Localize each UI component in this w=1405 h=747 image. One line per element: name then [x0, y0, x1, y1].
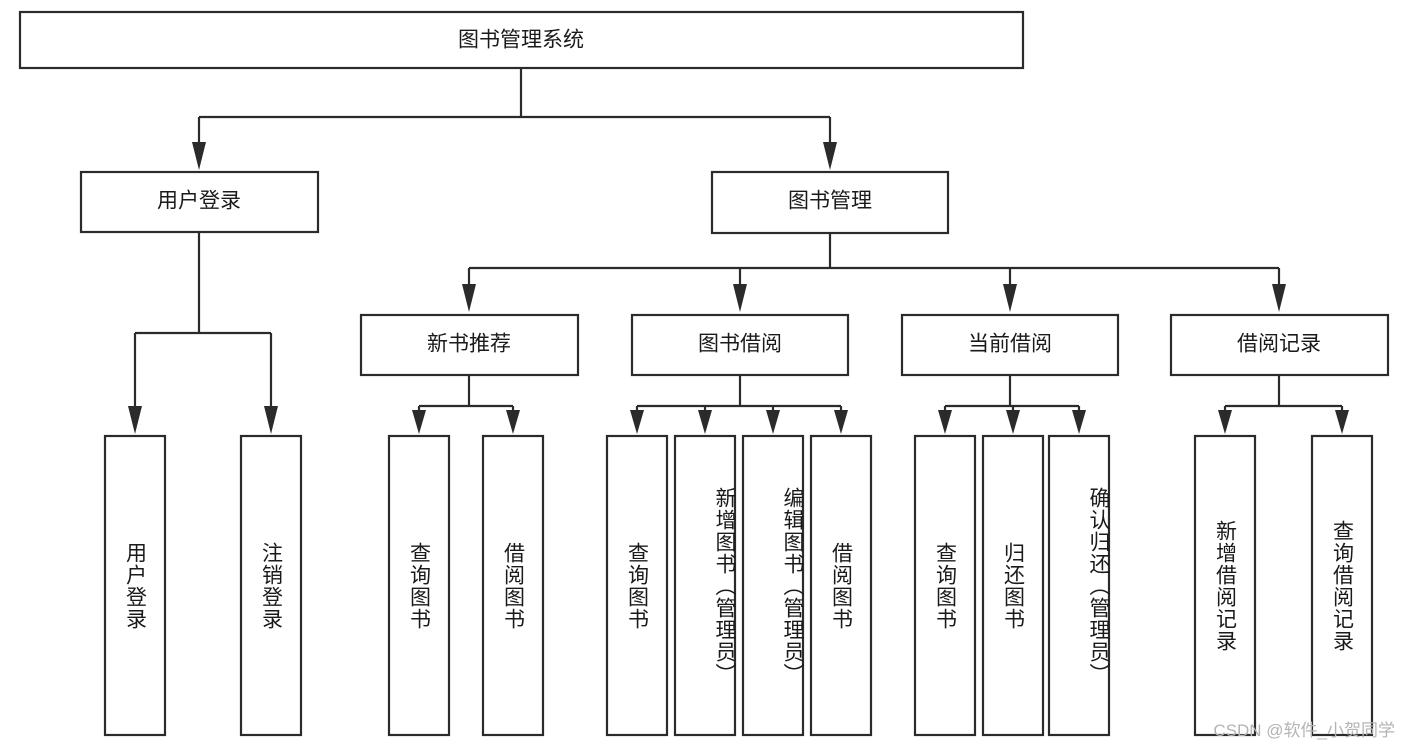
node-leaf-10-box[interactable]	[981, 434, 1045, 737]
arrow-head-leaf-5	[630, 410, 644, 434]
node-leaf-1-box[interactable]	[103, 434, 167, 737]
node-leaf-13-box[interactable]	[1310, 434, 1374, 737]
arrow-head-leaf-1	[128, 406, 142, 434]
node-leaf-2-box[interactable]	[239, 434, 303, 737]
arrow-head-leaf-4	[506, 410, 520, 434]
connector-group-root-to-level1	[192, 68, 837, 170]
arrow-head-leaf-13	[1335, 410, 1349, 434]
connector-group-book-borrow-to-leaves	[630, 375, 848, 434]
arrow-head-current-borrow	[1003, 284, 1017, 312]
arrow-head-book-manage	[823, 142, 837, 170]
node-leaf-4-box[interactable]	[481, 434, 545, 737]
node-book-manage-label: 图书管理	[788, 190, 872, 213]
node-new-book-rec-label: 新书推荐	[427, 333, 511, 356]
node-leaf-11-box[interactable]	[1047, 434, 1111, 737]
arrow-head-leaf-8	[834, 410, 848, 434]
arrow-head-leaf-7	[766, 410, 780, 434]
node-borrow-record-box[interactable]	[1169, 313, 1390, 377]
node-leaf-5-box[interactable]	[605, 434, 669, 737]
node-leaf-8-box[interactable]	[809, 434, 873, 737]
node-leaf-3-box[interactable]	[387, 434, 451, 737]
node-current-borrow-label: 当前借阅	[968, 333, 1052, 356]
arrow-head-new-book-rec	[462, 284, 476, 312]
node-book-manage[interactable]: 图书管理	[710, 170, 950, 235]
node-book-manage-box[interactable]	[710, 170, 950, 235]
connector-group-current-borrow-to-leaves	[938, 375, 1086, 434]
arrow-head-leaf-12	[1218, 410, 1232, 434]
node-leaf-9-box[interactable]	[913, 434, 977, 737]
connector-group-borrow-record-to-leaves	[1218, 375, 1349, 434]
node-user-login-label: 用户登录	[157, 190, 241, 213]
node-book-borrow-box[interactable]	[630, 313, 850, 377]
arrow-head-leaf-10	[1006, 410, 1020, 434]
connector-group-book-manage-to-level2	[462, 233, 1286, 312]
node-root-label: 图书管理系统	[458, 29, 584, 52]
connector-group-new-book-rec-to-leaves	[412, 375, 520, 434]
arrow-head-borrow-record	[1272, 284, 1286, 312]
arrow-head-leaf-9	[938, 410, 952, 434]
node-current-borrow[interactable]: 当前借阅	[900, 313, 1120, 377]
arrow-head-user-login	[192, 142, 206, 170]
watermark-text: CSDN @软件_小贺同学	[1213, 721, 1395, 740]
arrow-head-leaf-6	[698, 410, 712, 434]
node-leaf-12-box[interactable]	[1193, 434, 1257, 737]
node-book-borrow-label: 图书借阅	[698, 333, 782, 356]
arrow-head-leaf-3	[412, 410, 426, 434]
node-leaf-6-box[interactable]	[673, 434, 737, 737]
connector-group-user-login-to-leaves	[128, 232, 278, 434]
node-borrow-record-label: 借阅记录	[1237, 333, 1321, 356]
node-user-login-box[interactable]	[79, 170, 320, 234]
node-current-borrow-box[interactable]	[900, 313, 1120, 377]
node-root[interactable]: 图书管理系统	[18, 10, 1025, 70]
node-book-borrow[interactable]: 图书借阅	[630, 313, 850, 377]
node-new-book-rec-box[interactable]	[359, 313, 580, 377]
node-leaf-7-box[interactable]	[741, 434, 805, 737]
node-user-login[interactable]: 用户登录	[79, 170, 320, 234]
node-borrow-record[interactable]: 借阅记录	[1169, 313, 1390, 377]
arrow-head-book-borrow	[733, 284, 747, 312]
node-new-book-rec[interactable]: 新书推荐	[359, 313, 580, 377]
arrow-head-leaf-11	[1072, 410, 1086, 434]
arrow-head-leaf-2	[264, 406, 278, 434]
node-root-box[interactable]	[18, 10, 1025, 70]
